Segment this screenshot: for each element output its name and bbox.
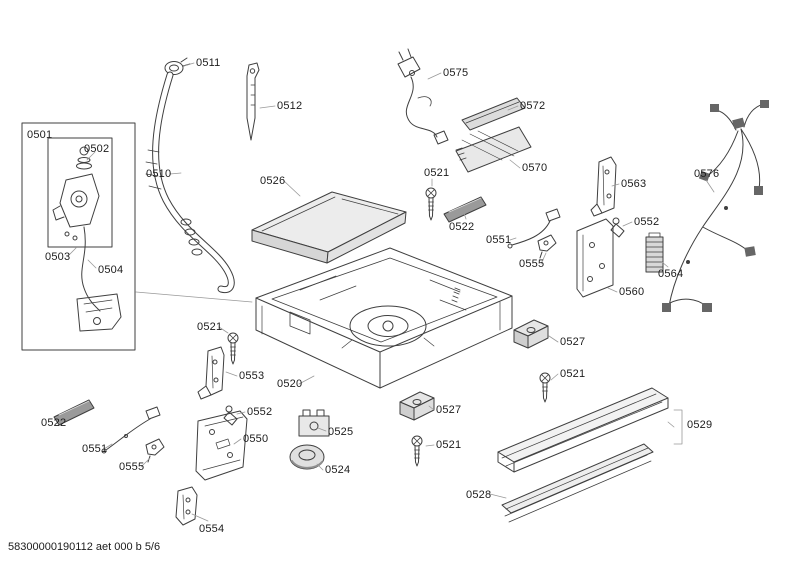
part-label-0520: 0520 bbox=[277, 378, 303, 390]
sensor-cable-part-right bbox=[507, 208, 561, 249]
base-panel-part bbox=[497, 387, 669, 473]
part-label-0550: 0550 bbox=[243, 433, 269, 445]
aquastop-assembly-part bbox=[21, 122, 136, 351]
part-label-0553: 0553 bbox=[239, 370, 265, 382]
part-label-0564: 0564 bbox=[658, 268, 684, 280]
document-number: 58300000190112 aet 000 b 5/6 bbox=[8, 541, 161, 553]
fastener-clip-left bbox=[223, 405, 238, 426]
screw-part-right bbox=[539, 372, 551, 403]
part-label-0570: 0570 bbox=[522, 162, 548, 174]
part-label-0512: 0512 bbox=[277, 100, 303, 112]
support-bracket-part bbox=[197, 346, 225, 400]
part-label-0552-b: 0552 bbox=[247, 406, 273, 418]
part-label-0504: 0504 bbox=[98, 264, 124, 276]
terminal-block-part bbox=[645, 232, 664, 273]
clip-part-right bbox=[537, 234, 557, 259]
part-label-0511: 0511 bbox=[196, 57, 221, 69]
base-frame-part bbox=[255, 247, 513, 389]
part-label-0528: 0528 bbox=[466, 489, 492, 501]
part-label-0555-a: 0555 bbox=[519, 258, 545, 270]
small-box-part bbox=[298, 409, 330, 437]
clip-part-left bbox=[145, 438, 165, 463]
part-label-0529: 0529 bbox=[687, 419, 713, 431]
foot-housing-part-mid bbox=[399, 391, 435, 421]
hinge-bracket-part bbox=[590, 156, 617, 217]
part-label-0555-b: 0555 bbox=[119, 461, 145, 473]
part-label-0521-b: 0521 bbox=[197, 321, 223, 333]
screw-part-top bbox=[425, 187, 437, 221]
part-label-0522-b: 0522 bbox=[41, 417, 67, 429]
insulation-panel-part bbox=[251, 191, 407, 264]
part-label-0524: 0524 bbox=[325, 464, 351, 476]
part-label-0521-a: 0521 bbox=[424, 167, 450, 179]
part-label-0521-c: 0521 bbox=[560, 368, 586, 380]
part-label-0510: 0510 bbox=[146, 168, 172, 180]
mounting-rail-part bbox=[246, 62, 260, 141]
part-label-0576: 0576 bbox=[694, 168, 720, 180]
rib-strip-part-left bbox=[53, 399, 95, 426]
power-cord-part bbox=[397, 48, 449, 145]
sensor-cable-part-left bbox=[101, 406, 161, 454]
cable-harness-part bbox=[662, 100, 769, 312]
rib-strip-part-right bbox=[443, 196, 487, 223]
part-label-0525: 0525 bbox=[328, 426, 354, 438]
part-label-0526: 0526 bbox=[260, 175, 286, 187]
part-label-0575: 0575 bbox=[443, 67, 469, 79]
part-label-0501: 0501 bbox=[27, 129, 53, 141]
mounting-bracket-part bbox=[195, 410, 248, 481]
part-label-0560: 0560 bbox=[619, 286, 645, 298]
part-label-0572: 0572 bbox=[520, 100, 546, 112]
side-plate-part bbox=[576, 218, 614, 298]
control-module-part bbox=[455, 126, 532, 173]
part-label-0527-a: 0527 bbox=[560, 336, 586, 348]
part-label-0563: 0563 bbox=[621, 178, 647, 190]
foam-disc-part bbox=[289, 444, 325, 470]
leader-lines bbox=[62, 62, 715, 522]
screw-part-left bbox=[227, 332, 239, 365]
part-label-0502: 0502 bbox=[84, 143, 110, 155]
corner-bracket-part bbox=[175, 486, 198, 526]
part-label-0503: 0503 bbox=[45, 251, 71, 263]
part-label-0552-a: 0552 bbox=[634, 216, 660, 228]
part-label-0521-d: 0521 bbox=[436, 439, 462, 451]
part-label-0527-b: 0527 bbox=[436, 404, 462, 416]
part-label-0551-b: 0551 bbox=[82, 443, 108, 455]
kick-panel-part bbox=[501, 443, 654, 523]
part-label-0554: 0554 bbox=[199, 523, 225, 535]
part-label-0522-a: 0522 bbox=[449, 221, 475, 233]
foot-housing-part-right bbox=[513, 319, 549, 349]
part-label-0551-a: 0551 bbox=[486, 234, 512, 246]
screw-part-mid bbox=[411, 435, 423, 467]
drain-hose-part bbox=[145, 71, 235, 294]
trim-strip-part bbox=[461, 97, 526, 131]
